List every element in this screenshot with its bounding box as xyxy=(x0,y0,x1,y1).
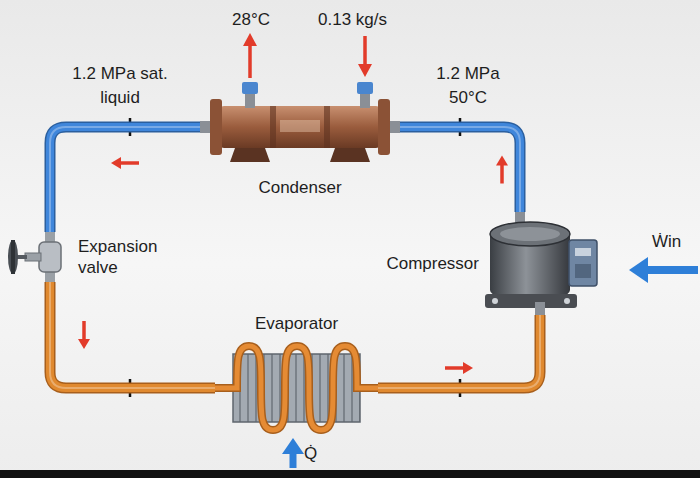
compressor-illustration-part xyxy=(492,298,498,304)
compressor-illustration-part xyxy=(490,222,570,302)
condenser-illustration-part xyxy=(230,148,270,162)
heat-arrow-part xyxy=(282,438,304,454)
compressor-illustration xyxy=(485,212,600,315)
pipe-body xyxy=(50,282,215,388)
valve-illustration-part xyxy=(11,240,15,274)
condenser-illustration-part xyxy=(270,106,276,148)
evaporator-label: Evaporator xyxy=(255,314,338,333)
pipe-highlight xyxy=(400,127,520,212)
condenser-illustration-part xyxy=(245,92,255,108)
compressor-illustration-part xyxy=(535,302,545,315)
pipe-body xyxy=(378,315,540,388)
condenser-node: Condenser xyxy=(200,82,400,165)
work-arrow-part xyxy=(644,266,698,274)
evaporator-label-box: Evaporator xyxy=(255,313,338,334)
flow-arrow-head xyxy=(111,157,121,169)
water-out-arrow-part xyxy=(243,33,257,46)
expansion-valve-label-box: Expansion valve xyxy=(78,236,170,278)
condenser-illustration-part xyxy=(210,99,222,155)
temperature-label: 28°C xyxy=(232,10,270,29)
state-label: 1.2 MPa 50°C xyxy=(436,64,499,107)
state-label-box: 1.2 MPa 50°C xyxy=(428,62,508,110)
state-label-box: 1.2 MPa sat. liquid xyxy=(72,62,168,110)
work-label-box: Ẇin xyxy=(652,230,681,254)
evaporator-illustration xyxy=(215,340,378,435)
water-in-arrow-part xyxy=(363,36,367,66)
condenser-label-box: Condenser xyxy=(258,177,341,198)
compressor-illustration-part xyxy=(569,240,597,286)
valve-illustration-part xyxy=(8,240,18,274)
pipe-outline xyxy=(50,127,200,232)
pipe-outline xyxy=(400,127,520,212)
flow-arrow-head xyxy=(496,156,508,166)
flow-arrow xyxy=(119,161,139,165)
water-out-arrow-part xyxy=(248,44,252,78)
bottom-band xyxy=(0,470,700,478)
condenser-label: Condenser xyxy=(258,178,341,197)
refrigerant-pipe xyxy=(50,282,215,388)
compressor-illustration-part xyxy=(575,248,591,256)
water-in-arrow-part xyxy=(358,64,372,77)
heat-label-box: Q̇ xyxy=(304,442,317,466)
refrigerant-pipe xyxy=(378,315,540,388)
work-label: Ẇin xyxy=(652,232,681,251)
condenser-illustration-part xyxy=(324,106,330,148)
heat-arrow-part xyxy=(290,452,297,468)
valve-illustration xyxy=(5,232,72,282)
pipe-highlight xyxy=(50,282,215,388)
flow-arrow xyxy=(445,366,465,370)
condenser-illustration-part xyxy=(242,82,258,94)
compressor-label-box: Compressor xyxy=(386,253,479,274)
pipe-outline xyxy=(378,315,540,388)
condenser-illustration-part xyxy=(218,106,382,148)
condenser-illustration-part xyxy=(330,148,370,162)
valve-illustration-part xyxy=(39,242,61,272)
compressor-illustration-part xyxy=(490,222,570,246)
pipe-highlight xyxy=(50,127,200,232)
refrigerant-pipe xyxy=(50,127,200,232)
expansion-valve-label: Expansion valve xyxy=(78,237,157,277)
water-out-arrow xyxy=(243,33,257,78)
valve-illustration-part xyxy=(25,253,41,261)
evaporator-illustration-part xyxy=(233,354,360,422)
refrigerant-pipe xyxy=(400,127,520,212)
compressor-illustration-part xyxy=(485,294,577,308)
pipe-body xyxy=(50,127,200,232)
compressor-illustration-part xyxy=(564,298,570,304)
flow-arrow xyxy=(82,321,86,341)
heat-arrow xyxy=(282,438,304,468)
compressor-illustration-part xyxy=(575,264,591,278)
compressor-node: Compressor xyxy=(485,212,600,315)
pipe-highlight xyxy=(378,315,540,388)
pipe-body xyxy=(400,127,520,212)
evaporator-illustration-part xyxy=(215,346,378,430)
water-in-arrow xyxy=(358,36,372,77)
flow-arrow xyxy=(500,164,504,184)
flow-rate-label-box: 0.13 kg/s xyxy=(318,8,387,32)
evaporator-illustration-part xyxy=(215,346,378,430)
evaporator-node: Evaporator xyxy=(215,340,378,435)
condenser-illustration-part xyxy=(357,82,373,94)
compressor-illustration-part xyxy=(500,227,560,241)
condenser-illustration-part xyxy=(360,92,370,108)
condenser-illustration-part xyxy=(378,99,390,155)
expansion-valve-node: Expansion valve xyxy=(5,232,72,282)
work-arrow-part xyxy=(629,257,648,283)
pipe-outline xyxy=(50,282,215,388)
flow-arrow-head xyxy=(463,362,473,374)
temperature-label-box: 28°C xyxy=(232,8,270,32)
condenser-illustration-part xyxy=(280,120,320,132)
state-label: 1.2 MPa sat. liquid xyxy=(72,64,167,107)
condenser-illustration xyxy=(200,82,400,165)
work-arrow xyxy=(629,257,698,283)
compressor-label: Compressor xyxy=(386,254,479,273)
flow-arrow-head xyxy=(78,339,90,349)
flow-rate-label: 0.13 kg/s xyxy=(318,10,387,29)
heat-label: Q̇ xyxy=(304,444,317,463)
